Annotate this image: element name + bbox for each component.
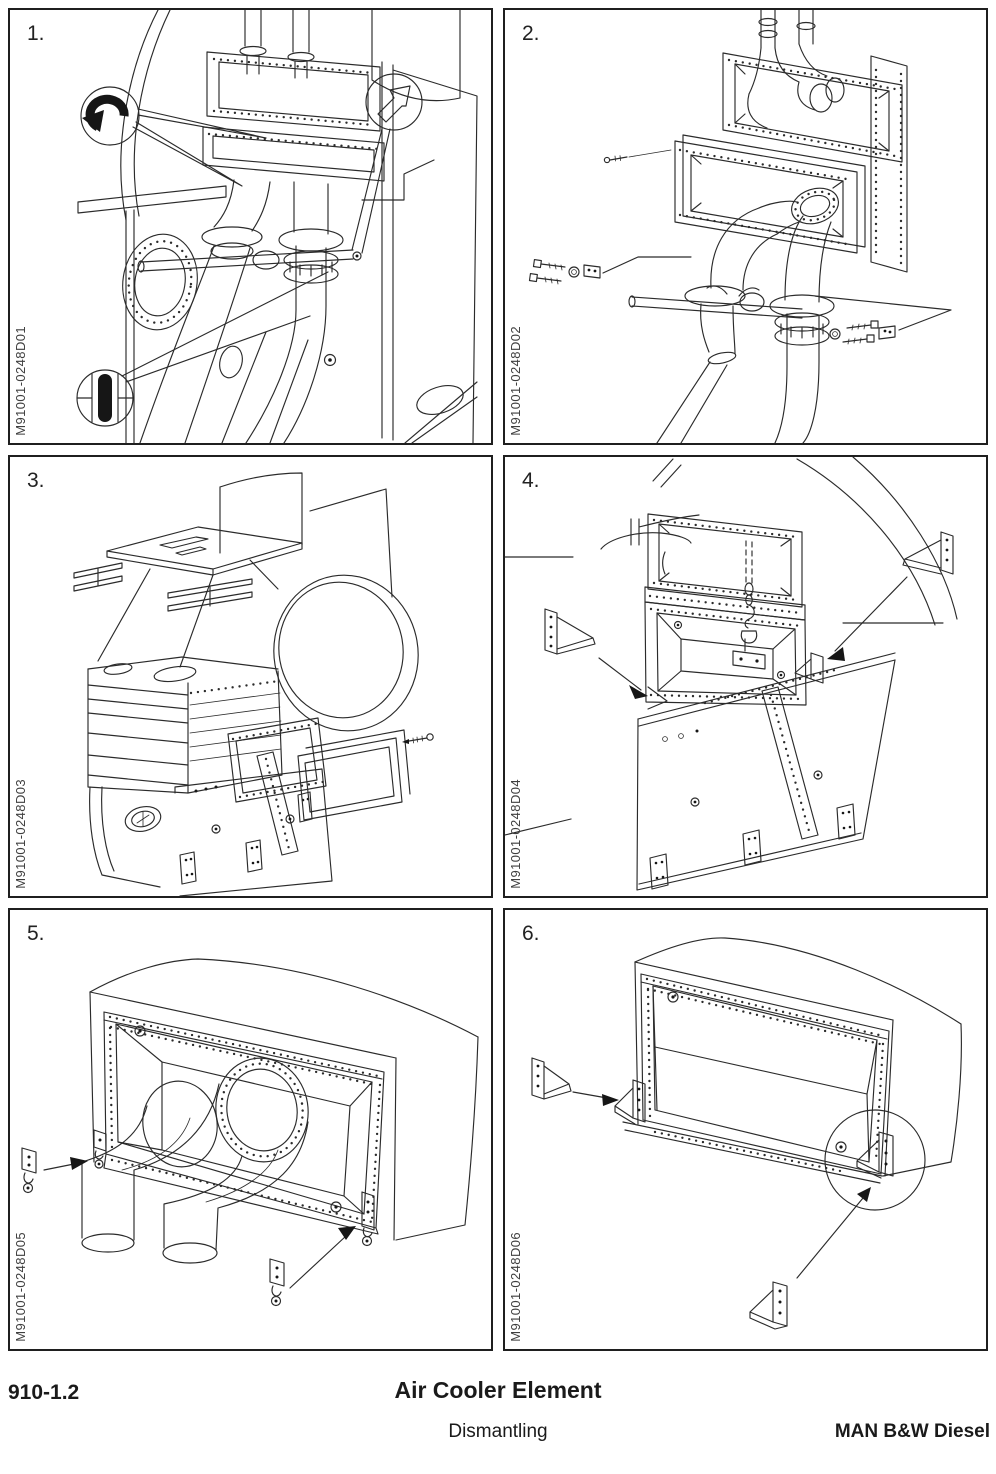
figure-number: 3. [27, 469, 45, 492]
figure-panel-1: 1. M91001-0248D01 [8, 8, 493, 445]
detail-circle [824, 1109, 926, 1211]
emblem-icon [124, 805, 162, 833]
figure-number: 6. [522, 922, 540, 945]
figure-number: 5. [27, 922, 45, 945]
figure-panel-4: 4. M91001-0248D04 [503, 455, 988, 898]
bracket [531, 1057, 572, 1100]
screw-icon [603, 155, 628, 164]
figure-4-drawing [505, 457, 958, 891]
page-title: Air Cooler Element [394, 1377, 602, 1403]
rotate-ccw-icon [80, 86, 140, 146]
screw-icon [402, 733, 434, 744]
chain-shackle [732, 540, 766, 670]
figure-id-label: M91001-0248D02 [508, 326, 523, 436]
figure-id-label: M91001-0248D06 [508, 1232, 523, 1342]
figure-panel-6: 6. M91001-0248D06 [503, 908, 988, 1351]
figure-5-drawing [21, 958, 479, 1307]
figure-panel-5: 5. M91001-0248D05 [8, 908, 493, 1351]
i-beam [73, 562, 123, 592]
figure-id-label: M91001-0248D03 [13, 779, 28, 889]
figure-panel-2: 2. M91001-0248D02 [503, 8, 988, 445]
bracket [902, 531, 954, 575]
figure-panel-3: 3. M91001-0248D03 [8, 455, 493, 898]
figure-3-drawing [73, 472, 434, 896]
figure-1-drawing [76, 10, 478, 443]
figure-number: 1. [27, 22, 45, 45]
direction-arrow-icon [365, 73, 423, 131]
figure-2-drawing [528, 10, 952, 443]
bracket [544, 608, 596, 655]
toggle-clamp [269, 1258, 285, 1307]
bolt-set-icon [528, 259, 601, 285]
bolt-set-icon [829, 320, 896, 345]
brand-name: MAN B&W Diesel [834, 1421, 990, 1442]
figure-number: 4. [522, 469, 540, 492]
figure-id-label: M91001-0248D04 [508, 779, 523, 889]
i-beam [167, 578, 253, 612]
figure-id-label: M91001-0248D01 [13, 326, 28, 436]
bracket [856, 1131, 894, 1179]
blanking-plug-icon [76, 369, 134, 427]
toggle-clamp [21, 1147, 37, 1194]
bracket [749, 1281, 788, 1330]
figure-6-drawing [531, 937, 962, 1330]
section-code: 910-1.2 [8, 1381, 80, 1404]
page-subtitle: Dismantling [448, 1421, 548, 1442]
figure-number: 2. [522, 22, 540, 45]
figure-id-label: M91001-0248D05 [13, 1232, 28, 1342]
